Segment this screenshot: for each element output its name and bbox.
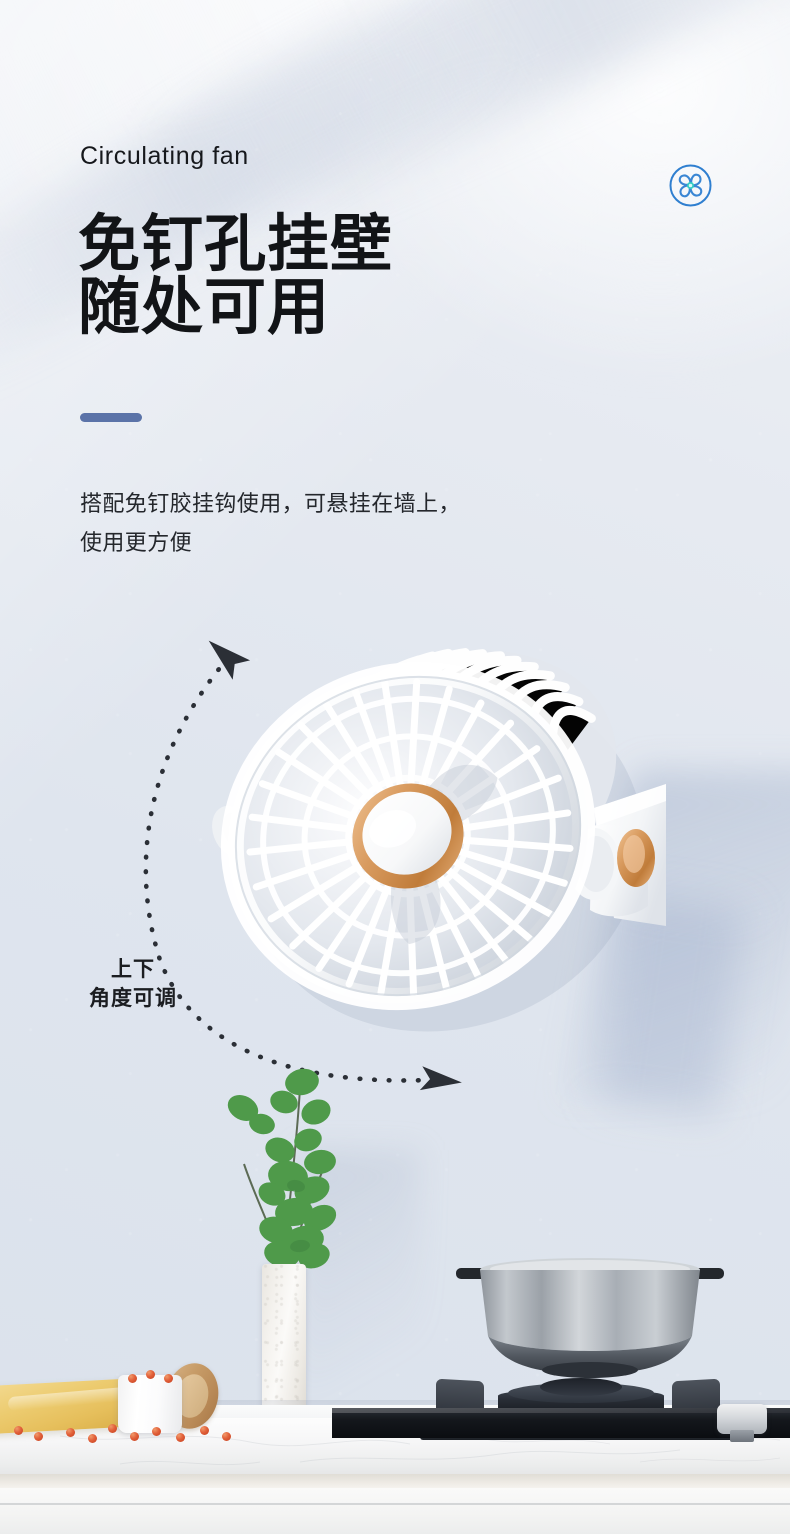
- wall-background: [0, 0, 790, 1465]
- burner-cap: [540, 1378, 622, 1396]
- cabinet-front: [0, 1488, 790, 1534]
- description-line-2: 使用更方便: [80, 530, 193, 555]
- goji-berry: [130, 1432, 139, 1441]
- arrowhead-up: [208, 640, 251, 680]
- headline-line-2: 随处可用: [78, 273, 331, 342]
- goji-berry: [14, 1426, 23, 1435]
- headline-line-1: 免钉孔挂壁: [78, 210, 394, 279]
- concrete-vase: [262, 1264, 306, 1430]
- countertop-edge: [0, 1474, 790, 1490]
- vase-texture: [262, 1264, 306, 1430]
- stove-control-knob[interactable]: [717, 1404, 767, 1434]
- page-title: 免钉孔挂壁 随处可用: [78, 213, 393, 339]
- fan-blade-logo-icon: [668, 163, 713, 208]
- description-text: 搭配免钉胶挂钩使用，可悬挂在墙上， 使用更方便: [80, 484, 461, 562]
- goji-berry: [34, 1432, 43, 1441]
- goji-berry: [88, 1434, 97, 1443]
- ceramic-jar: [118, 1375, 182, 1433]
- stove-knob-stem: [730, 1430, 754, 1442]
- goji-berry: [222, 1432, 231, 1441]
- goji-berry: [176, 1433, 185, 1442]
- cooktop-glass: [332, 1408, 790, 1438]
- description-line-1: 搭配免钉胶挂钩使用，可悬挂在墙上，: [80, 491, 461, 516]
- goji-berry: [66, 1428, 75, 1437]
- fan-hub: [352, 783, 464, 889]
- goji-berry: [146, 1370, 155, 1379]
- accent-divider: [80, 413, 142, 422]
- eucalyptus-plant: [196, 1066, 376, 1446]
- angle-label-line-1: 上下: [111, 958, 155, 981]
- goji-berry: [200, 1426, 209, 1435]
- cooktop-glass-highlight: [332, 1408, 790, 1413]
- product-fan: [196, 626, 696, 1036]
- goji-berry: [128, 1374, 137, 1383]
- goji-berry: [108, 1424, 117, 1433]
- cabinet-seam: [0, 1503, 790, 1505]
- arrowhead-down: [419, 1066, 462, 1091]
- eyebrow-text: Circulating fan: [80, 142, 249, 170]
- goji-berry: [152, 1427, 161, 1436]
- angle-adjust-label: 上下 角度可调: [58, 955, 208, 1013]
- stainless-steel-pot: [456, 1258, 724, 1390]
- goji-berry: [164, 1374, 173, 1383]
- angle-label-line-2: 角度可调: [89, 987, 177, 1010]
